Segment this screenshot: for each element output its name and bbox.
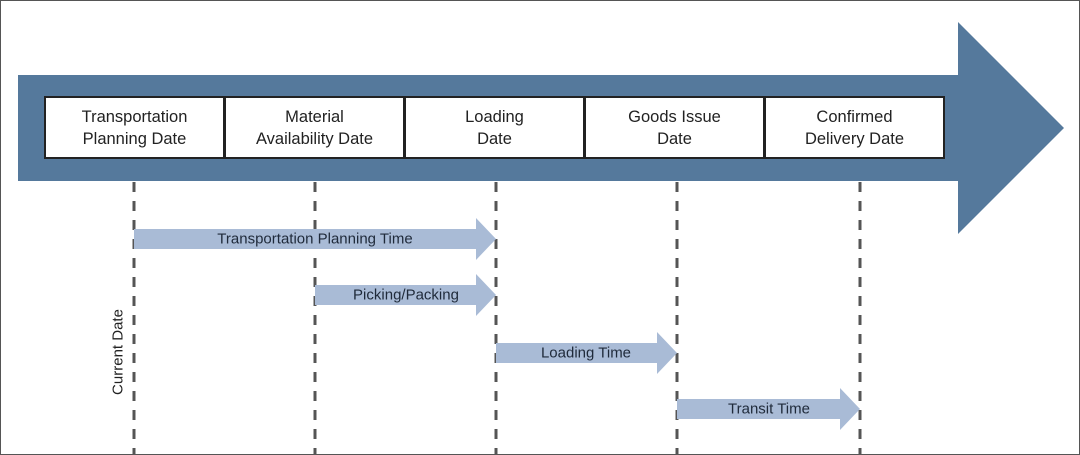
- milestone-label: Loading Date: [465, 107, 524, 148]
- span-label-loading-time: Loading Time: [540, 344, 632, 362]
- span-arrow-transportation-planning-time: [134, 218, 496, 260]
- span-arrow-loading-time: [496, 332, 677, 374]
- milestone-material-availability-date: Material Availability Date: [224, 96, 405, 159]
- span-arrows: [134, 218, 860, 430]
- span-arrow-picking-packing: [315, 274, 496, 316]
- span-label-picking-packing: Picking/Packing: [353, 286, 459, 304]
- milestone-label: Confirmed Delivery Date: [804, 107, 905, 148]
- milestone-dashed-lines: [132, 182, 862, 455]
- milestone-label: Transportation Planning Date: [81, 107, 188, 148]
- milestone-transportation-planning-date: Transportation Planning Date: [44, 96, 225, 159]
- milestone-label: Material Availability Date: [255, 107, 374, 148]
- milestone-label: Goods Issue Date: [628, 107, 721, 148]
- span-label-transit-time: Transit Time: [728, 400, 810, 418]
- current-date-label: Current Date: [109, 309, 127, 395]
- milestone-goods-issue-date: Goods Issue Date: [584, 96, 765, 159]
- milestone-confirmed-delivery-date: Confirmed Delivery Date: [764, 96, 945, 159]
- span-label-transportation-planning-time: Transportation Planning Time: [217, 230, 413, 248]
- span-arrow-transit-time: [677, 388, 860, 430]
- milestone-row: Transportation Planning Date Material Av…: [44, 96, 950, 159]
- milestone-loading-date: Loading Date: [404, 96, 585, 159]
